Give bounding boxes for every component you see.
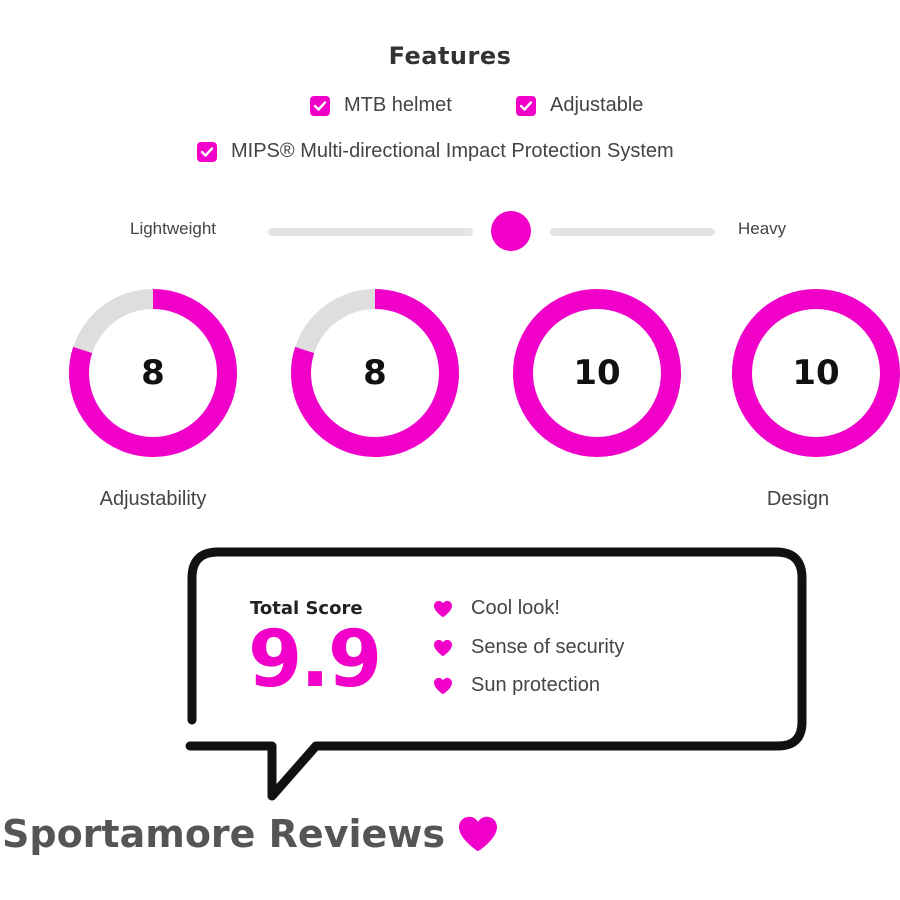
brand-logo: Sportamore Reviews [2,812,499,856]
rating-value: 10 [573,353,621,393]
rating-gauge-2: 8 [285,283,465,463]
total-score-title: Total Score [250,598,363,619]
brand-text: Sportamore Reviews [2,812,445,856]
feature-mips[interactable]: MIPS® Multi-directional Impact Protectio… [197,140,674,163]
checkbox-checked-icon[interactable] [516,95,536,116]
features-title: Features [388,42,512,70]
rating-label: Adjustability [99,488,207,510]
gauge-arc [513,289,681,457]
slider-left-label: Lightweight [130,219,217,238]
rating-label: Design [766,488,830,510]
total-score-value: 9.9 [248,615,382,705]
heart-icon [434,639,452,656]
highlight-item: Cool look! [433,597,560,620]
checkbox-checked-icon[interactable] [197,141,217,162]
highlight-item: Sense of security [433,636,624,659]
rating-gauge-3: 10 [507,283,687,463]
slider-handle[interactable] [491,211,531,251]
rating-gauge-1: 8 [63,283,243,463]
highlight-text: Sun protection [471,674,600,696]
rating-value: 8 [141,353,165,393]
slider-track-left[interactable] [268,228,473,236]
slider-track-right[interactable] [550,228,715,236]
highlight-text: Cool look! [471,597,560,619]
rating-value: 10 [792,353,840,393]
rating-gauge-4: 10 [726,283,900,463]
feature-adjustable[interactable]: Adjustable [516,94,643,117]
heart-icon [434,677,452,694]
heart-icon [434,600,452,617]
gauge-arc [69,289,237,457]
highlight-item: Sun protection [433,674,600,697]
rating-value: 8 [363,353,387,393]
feature-label: MIPS® Multi-directional Impact Protectio… [231,140,674,162]
slider-right-label: Heavy [738,219,787,238]
checkbox-checked-icon[interactable] [310,95,330,116]
highlight-text: Sense of security [471,636,625,658]
gauge-arc [732,289,900,457]
feature-mtb-helmet[interactable]: MTB helmet [310,94,452,117]
feature-label: MTB helmet [344,94,452,116]
feature-label: Adjustable [550,94,644,116]
gauge-arc [291,289,459,457]
heart-icon [459,816,497,852]
